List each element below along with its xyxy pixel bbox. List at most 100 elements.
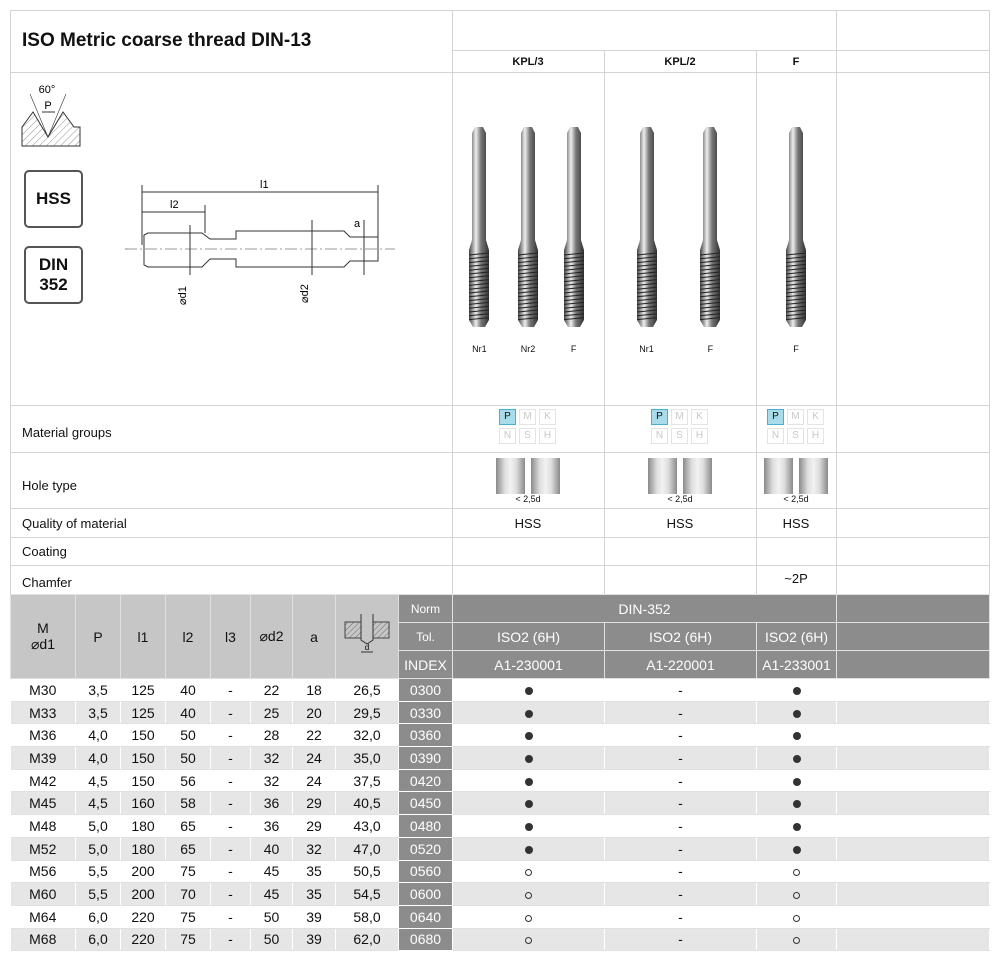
header-a: a — [292, 594, 336, 679]
blind-hole-icon — [531, 458, 560, 494]
cell-m: M30 — [10, 678, 76, 702]
availability-none: - — [604, 882, 757, 906]
cell-drill: 40,5 — [335, 791, 399, 816]
cell-l3: - — [210, 769, 251, 793]
blind-hole-icon — [683, 458, 712, 494]
cell-l1: 150 — [120, 769, 166, 793]
availability-filled — [756, 769, 837, 793]
availability-filled — [452, 723, 605, 748]
availability-none: - — [604, 723, 757, 748]
filled-dot-icon — [792, 709, 801, 718]
cell-m: M48 — [10, 814, 76, 838]
cell-m: M60 — [10, 882, 76, 906]
open-dot-icon — [525, 892, 532, 900]
cell-a: 35 — [292, 860, 336, 884]
cell-index: 0560 — [398, 860, 453, 884]
cell-index: 0600 — [398, 882, 453, 906]
cell-l3: - — [210, 701, 251, 725]
availability-none: - — [604, 678, 757, 702]
cell-l3: - — [210, 746, 251, 770]
cell-drill: 26,5 — [335, 678, 399, 702]
filled-dot-icon — [524, 822, 533, 831]
filled-dot-icon — [792, 686, 801, 695]
cell-l2: 75 — [165, 928, 211, 952]
cell-l1: 180 — [120, 837, 166, 861]
dim-l1: l1 — [260, 179, 269, 191]
cell-a: 32 — [292, 837, 336, 861]
availability-open — [756, 882, 837, 906]
cell-drill: 43,0 — [335, 814, 399, 838]
label-material-groups: Material groups — [22, 425, 112, 440]
cell-drill: 54,5 — [335, 882, 399, 906]
header-p: P — [75, 594, 121, 679]
tap-image — [517, 127, 539, 327]
open-dot-icon — [525, 937, 532, 945]
filled-dot-icon — [792, 800, 801, 809]
header-drill-icon: d — [335, 594, 399, 679]
tap-label: F — [707, 344, 714, 354]
label-hole-type: Hole type — [22, 478, 77, 493]
index-kpl2: A1-220001 — [604, 650, 757, 679]
cell-a: 24 — [292, 769, 336, 793]
availability-open — [756, 928, 837, 952]
material-group-K: K — [539, 409, 556, 425]
cell-l3: - — [210, 791, 251, 816]
tap-label: F — [793, 344, 799, 354]
cell-m: M42 — [10, 769, 76, 793]
availability-filled — [756, 791, 837, 816]
availability-none: - — [604, 814, 757, 838]
cell-p: 3,5 — [75, 701, 121, 725]
tap-label: Nr1 — [639, 344, 654, 354]
filled-dot-icon — [524, 686, 533, 695]
cell-l3: - — [210, 837, 251, 861]
header-l2: l2 — [165, 594, 211, 679]
label-chamfer: Chamfer — [22, 575, 72, 590]
dim-l2: l2 — [170, 199, 179, 211]
cell-a: 39 — [292, 928, 336, 952]
column-header: KPL/2 — [664, 56, 696, 68]
tap-image — [469, 127, 490, 327]
cell-l2: 70 — [165, 882, 211, 906]
column-header: F — [792, 56, 800, 68]
material-group-N: N — [767, 428, 784, 444]
cell-a: 29 — [292, 791, 336, 816]
availability-filled — [452, 678, 605, 702]
cell-l2: 65 — [165, 814, 211, 838]
cell-a: 39 — [292, 905, 336, 929]
tap-image — [700, 127, 721, 327]
availability-open — [756, 905, 837, 929]
dim-a: a — [354, 218, 361, 230]
header-norm: Norm — [398, 594, 453, 623]
filled-dot-icon — [524, 709, 533, 718]
hole-type: < 2,5d — [604, 458, 756, 504]
material-group-H: H — [691, 428, 708, 444]
cell-m: M68 — [10, 928, 76, 952]
material-group-S: S — [671, 428, 688, 444]
cell-l3: - — [210, 814, 251, 838]
material-group-H: H — [807, 428, 824, 444]
hole-type: < 2,5d — [452, 458, 604, 504]
chamfer-value: ~2P — [784, 571, 808, 586]
cell-p: 4,5 — [75, 791, 121, 816]
cell-m: M33 — [10, 701, 76, 725]
filled-dot-icon — [792, 754, 801, 763]
cell-d2: 28 — [250, 723, 293, 748]
availability-none: - — [604, 928, 757, 952]
cell-l1: 125 — [120, 701, 166, 725]
availability-none: - — [604, 769, 757, 793]
cell-p: 6,0 — [75, 905, 121, 929]
cell-l1: 125 — [120, 678, 166, 702]
cell-l1: 200 — [120, 882, 166, 906]
cell-l2: 65 — [165, 837, 211, 861]
header-m: M⌀d1 — [10, 594, 76, 679]
open-dot-icon — [793, 869, 800, 877]
cell-d2: 45 — [250, 882, 293, 906]
availability-filled — [452, 837, 605, 861]
cell-drill: 32,0 — [335, 723, 399, 748]
